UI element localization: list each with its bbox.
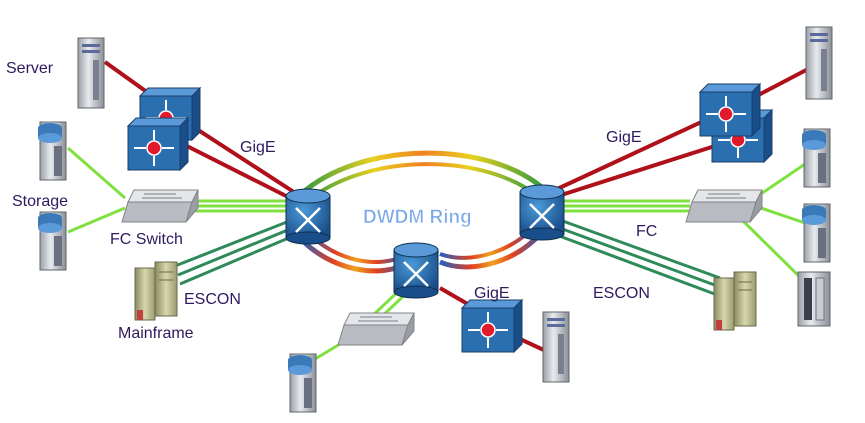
mainframe-icon <box>134 261 178 321</box>
storage-array-icon <box>802 128 831 188</box>
label-escon-left: ESCON <box>184 291 241 308</box>
label-server: Server <box>6 60 54 77</box>
escon-links-left <box>174 218 299 286</box>
server-tower-icon <box>542 311 570 383</box>
label-fc-right: FC <box>636 223 657 240</box>
label-mainframe: Mainframe <box>118 325 194 342</box>
dwdm-node-icon <box>393 242 439 299</box>
mainframe-icon <box>713 271 757 331</box>
fc-switch-icon <box>685 189 763 223</box>
label-escon-right: ESCON <box>593 285 650 302</box>
label-gige-right: GigE <box>606 129 642 146</box>
layer3-switch-icon <box>698 82 762 138</box>
label-storage: Storage <box>12 193 68 210</box>
storage-array-icon <box>38 121 67 181</box>
label-fc-switch: FC Switch <box>110 231 183 248</box>
label-gige-left: GigE <box>240 139 276 156</box>
fc-switch-icon <box>337 312 415 346</box>
tape-library-icon <box>797 271 831 327</box>
fc-links-left <box>67 146 292 234</box>
dwdm-ring <box>298 150 548 274</box>
storage-array-icon <box>38 211 67 271</box>
layer3-switch-icon <box>460 298 524 354</box>
dwdm-node-icon <box>285 188 331 245</box>
storage-array-icon <box>288 353 317 413</box>
storage-array-icon <box>802 203 831 263</box>
server-tower-icon <box>77 37 105 109</box>
dwdm-node-icon <box>519 184 565 241</box>
label-dwdm-ring: DWDM Ring <box>363 207 472 228</box>
server-tower-icon <box>805 26 833 100</box>
label-gige-bottom: GigE <box>474 285 510 302</box>
layer3-switch-icon <box>126 116 190 172</box>
escon-links-right <box>553 218 721 298</box>
fc-links-right <box>563 160 810 287</box>
fc-switch-icon <box>121 189 199 223</box>
